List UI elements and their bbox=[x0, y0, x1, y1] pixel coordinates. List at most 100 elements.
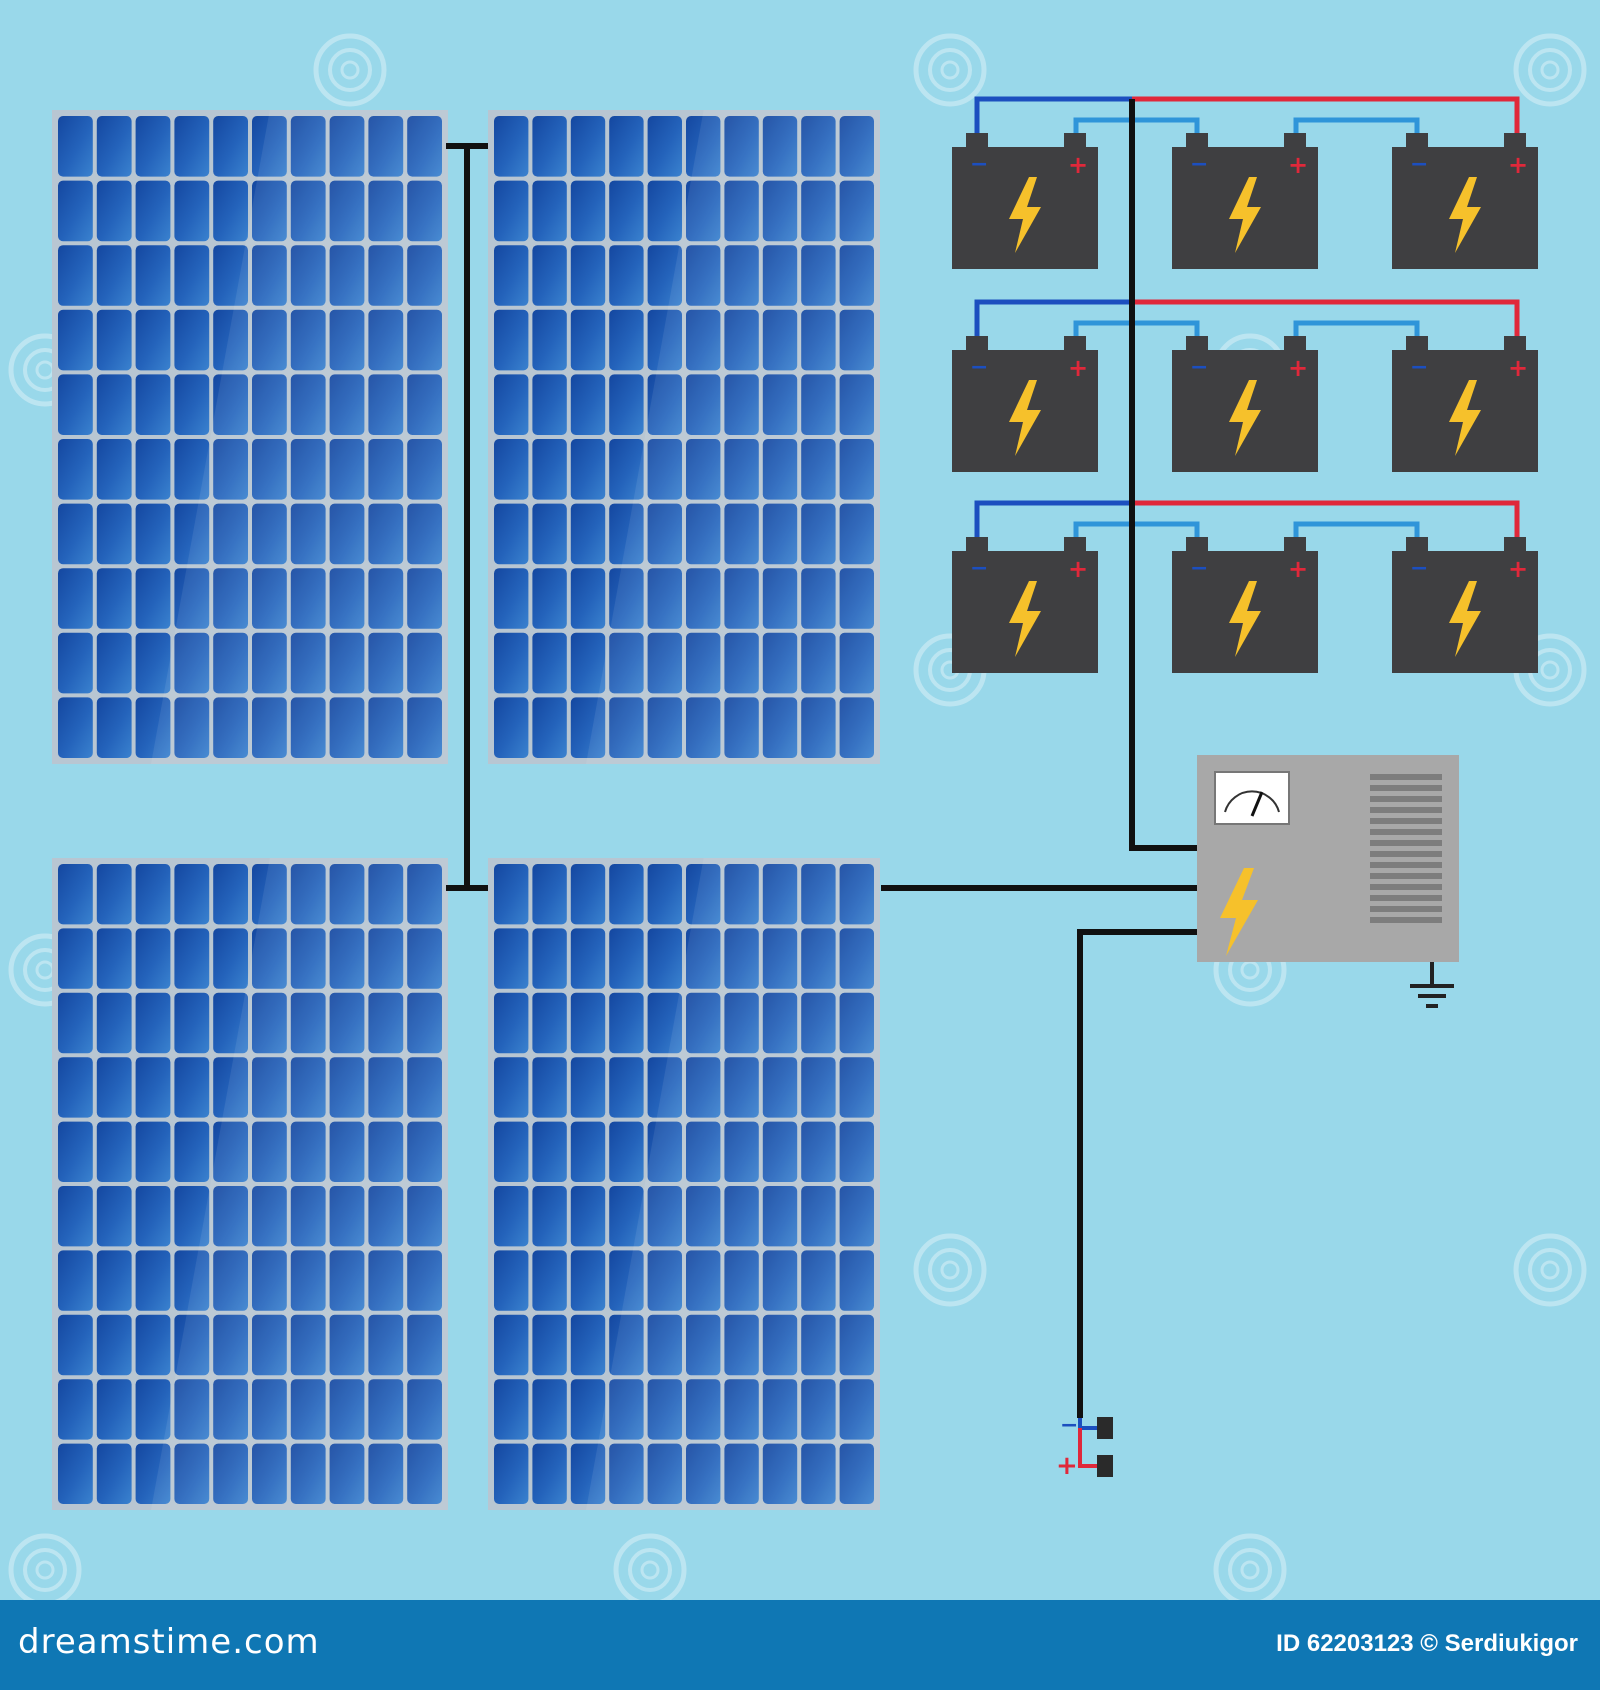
panel-cell bbox=[290, 864, 326, 925]
panel-glare bbox=[151, 858, 448, 1510]
panel-cell bbox=[839, 864, 874, 925]
panel-cell bbox=[252, 245, 287, 306]
battery-terminal bbox=[966, 537, 988, 551]
battery-r1-c3: −+ bbox=[1392, 133, 1538, 269]
panel-cell bbox=[801, 116, 836, 177]
panel-cell bbox=[58, 309, 93, 371]
panel-cell bbox=[135, 697, 171, 758]
panel-cell bbox=[532, 245, 567, 306]
panel-cell bbox=[724, 632, 759, 694]
wire-positive-main bbox=[1132, 96, 1520, 147]
panel-cell bbox=[609, 1443, 644, 1504]
panel-cell bbox=[570, 632, 606, 694]
panel-cell bbox=[570, 1186, 606, 1247]
panel-cell bbox=[839, 374, 874, 435]
panel-cell bbox=[252, 1314, 287, 1376]
panel-cell bbox=[839, 1314, 874, 1376]
panel-cell bbox=[647, 1057, 682, 1118]
battery-terminal bbox=[1064, 537, 1086, 551]
panel-cell bbox=[609, 245, 644, 306]
lightning-icon bbox=[1449, 581, 1481, 657]
battery-minus-label: − bbox=[970, 152, 988, 177]
panel-cell bbox=[532, 632, 567, 694]
panel-cell bbox=[368, 309, 404, 371]
panel-cell bbox=[174, 1250, 210, 1311]
panel-cell bbox=[290, 439, 326, 500]
panel-cell bbox=[494, 1057, 529, 1118]
panel-cell bbox=[290, 374, 326, 435]
battery-plus-label: + bbox=[1068, 354, 1088, 382]
panel-cell bbox=[96, 928, 132, 989]
panel-cell bbox=[329, 568, 365, 629]
panel-cell bbox=[96, 309, 132, 371]
panel-cell bbox=[407, 245, 442, 306]
panel-cell bbox=[532, 568, 567, 629]
plug-terminal-negative bbox=[1097, 1417, 1113, 1439]
panel-cell bbox=[58, 928, 93, 989]
panel-cell bbox=[368, 1057, 404, 1118]
panel-cell bbox=[58, 1250, 93, 1311]
panel-cell bbox=[801, 928, 836, 989]
panel-cell bbox=[609, 1057, 644, 1118]
battery-terminal bbox=[1406, 133, 1428, 147]
solar-panel-bottom-right bbox=[488, 858, 880, 1510]
panel-cell bbox=[135, 992, 171, 1054]
panel-cell bbox=[135, 864, 171, 925]
panel-cell bbox=[135, 374, 171, 435]
panel-cell bbox=[570, 1057, 606, 1118]
panel-cell bbox=[213, 1443, 248, 1504]
panel-cell bbox=[839, 992, 874, 1054]
panel-cell bbox=[252, 1186, 287, 1247]
panel-cell bbox=[724, 439, 759, 500]
panel-cell bbox=[252, 374, 287, 435]
panel-cell bbox=[329, 1057, 365, 1118]
panel-cell bbox=[570, 309, 606, 371]
panel-cell bbox=[174, 309, 210, 371]
panel-cell bbox=[174, 864, 210, 925]
panel-cell bbox=[801, 992, 836, 1054]
panel-cell bbox=[686, 1250, 721, 1311]
panel-cell bbox=[609, 928, 644, 989]
panel-glare bbox=[586, 858, 880, 1510]
panel-cell bbox=[686, 1443, 721, 1504]
panel-cell bbox=[839, 697, 874, 758]
panel-cell bbox=[494, 180, 529, 242]
panel-cell bbox=[174, 503, 210, 565]
panel-wiring bbox=[446, 143, 1200, 891]
panel-cell bbox=[329, 697, 365, 758]
panel-cell bbox=[647, 1314, 682, 1376]
panel-cell bbox=[724, 1057, 759, 1118]
battery-r3-c3: −+ bbox=[1392, 537, 1538, 673]
panel-cell bbox=[368, 1443, 404, 1504]
panel-cell bbox=[647, 439, 682, 500]
panel-cell bbox=[407, 568, 442, 629]
panel-cell bbox=[839, 439, 874, 500]
panel-cell bbox=[647, 992, 682, 1054]
watermark-swirl-icon bbox=[1213, 1533, 1287, 1600]
panel-cell bbox=[407, 439, 442, 500]
solar-panel-top-right bbox=[488, 110, 880, 764]
battery-r1-c2: −+ bbox=[1172, 133, 1318, 269]
panel-cell bbox=[494, 439, 529, 500]
panel-cell bbox=[801, 374, 836, 435]
panel-cell bbox=[686, 697, 721, 758]
battery-plus-label: + bbox=[1288, 555, 1308, 583]
panel-cell bbox=[532, 697, 567, 758]
wire-positive-main bbox=[1132, 500, 1520, 551]
panel-cell bbox=[407, 374, 442, 435]
panel-cell bbox=[135, 1057, 171, 1118]
panel-cell bbox=[96, 245, 132, 306]
panel-cell bbox=[368, 374, 404, 435]
panel-cell bbox=[609, 697, 644, 758]
panel-cell bbox=[609, 1379, 644, 1440]
solar-panel-top-left bbox=[52, 110, 448, 764]
panel-cell bbox=[368, 245, 404, 306]
panel-cell bbox=[290, 1379, 326, 1440]
panel-cell bbox=[135, 928, 171, 989]
panel-cell bbox=[135, 1379, 171, 1440]
panel-cell bbox=[570, 864, 606, 925]
battery-terminal bbox=[1504, 537, 1526, 551]
panel-cell bbox=[647, 1379, 682, 1440]
panel-cell bbox=[609, 180, 644, 242]
watermark-swirl-icon bbox=[313, 33, 387, 107]
